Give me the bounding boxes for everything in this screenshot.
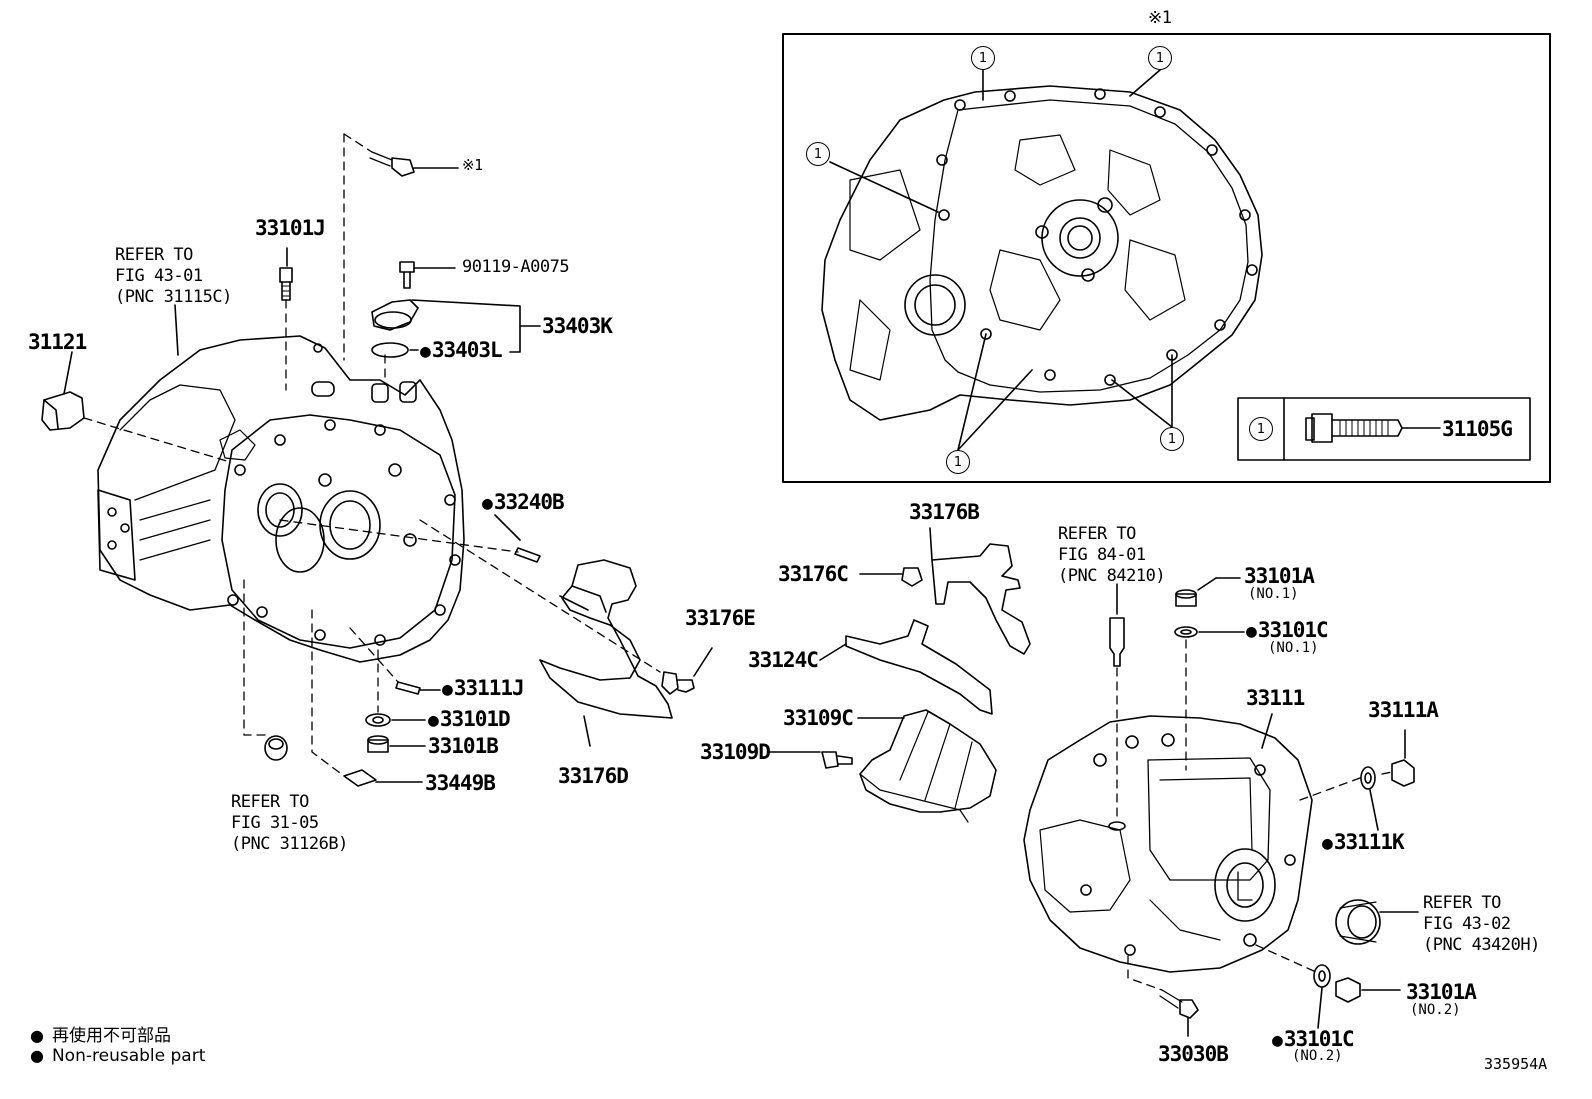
part-33101C-no1[interactable]: 33101C xyxy=(1246,620,1329,641)
part-33176D[interactable]: 33176D xyxy=(558,764,629,788)
part-33101J[interactable]: 33101J xyxy=(255,216,326,240)
part-33101C-no2-qualifier: (NO.2) xyxy=(1292,1048,1343,1064)
left-dashed-lines xyxy=(83,133,661,777)
part-33101A-no2[interactable]: 33101A xyxy=(1406,980,1477,1004)
middle-parts-drawing xyxy=(769,527,1125,823)
bolt-ref-marker: ※1 xyxy=(462,156,483,174)
legend-bullet-icon: ● xyxy=(30,1026,44,1045)
key-table-callout-icon: 1 xyxy=(1249,417,1273,441)
legend-japanese: ● 再使用不可部品 xyxy=(30,1021,171,1046)
part-33109D[interactable]: 33109D xyxy=(700,740,771,764)
part-33240B[interactable]: 33240B xyxy=(482,492,565,513)
part-33101A-no1-qualifier: (NO.1) xyxy=(1248,586,1299,602)
part-33111A[interactable]: 33111A xyxy=(1368,698,1439,722)
left-case-drawing xyxy=(41,151,713,787)
part-33111K[interactable]: 33111K xyxy=(1322,832,1405,853)
part-33030B[interactable]: 33030B xyxy=(1158,1042,1229,1066)
legend-english: ● Non-reusable part xyxy=(30,1046,205,1066)
part-33101D[interactable]: 33101D xyxy=(428,709,511,730)
part-33124C[interactable]: 33124C xyxy=(748,648,819,672)
part-33403K[interactable]: 33403K xyxy=(542,314,613,338)
callout-1-icon: 1 xyxy=(806,142,830,166)
right-dashed-lines xyxy=(1116,639,1393,991)
part-33176E[interactable]: 33176E xyxy=(685,606,756,630)
part-33101A-no2-qualifier: (NO.2) xyxy=(1410,1002,1461,1018)
part-33449B[interactable]: 33449B xyxy=(425,771,496,795)
callout-1-icon: 1 xyxy=(971,46,995,70)
part-33176B[interactable]: 33176B xyxy=(909,500,980,524)
legend-en-text: Non-reusable part xyxy=(51,1046,206,1066)
part-33111[interactable]: 33111 xyxy=(1246,686,1305,710)
part-33101B[interactable]: 33101B xyxy=(428,734,499,758)
legend-jp-text: 再使用不可部品 xyxy=(51,1026,171,1046)
part-33101C-no2[interactable]: 33101C xyxy=(1272,1029,1355,1050)
callout-1-icon: 1 xyxy=(1148,46,1172,70)
callout-1-icon: 1 xyxy=(1160,427,1184,451)
part-33403L[interactable]: 33403L xyxy=(420,340,503,361)
right-housing-drawing xyxy=(1023,577,1419,1037)
part-33176C[interactable]: 33176C xyxy=(778,562,849,586)
inset-box xyxy=(782,33,1551,483)
legend-bullet-icon: ● xyxy=(30,1046,44,1065)
part-33111J[interactable]: 33111J xyxy=(442,678,525,699)
part-31105G[interactable]: 31105G xyxy=(1442,417,1513,441)
part-31121[interactable]: 31121 xyxy=(28,330,87,354)
figure-number: 335954A xyxy=(1484,1055,1548,1073)
part-33109C[interactable]: 33109C xyxy=(783,706,854,730)
part-33101A-no1[interactable]: 33101A xyxy=(1244,564,1315,588)
inset-marker-label: ※1 xyxy=(1148,8,1172,28)
callout-1-icon: 1 xyxy=(946,450,970,474)
part-33101C-no1-qualifier: (NO.1) xyxy=(1268,640,1319,656)
part-90119-A0075[interactable]: 90119-A0075 xyxy=(462,257,570,277)
